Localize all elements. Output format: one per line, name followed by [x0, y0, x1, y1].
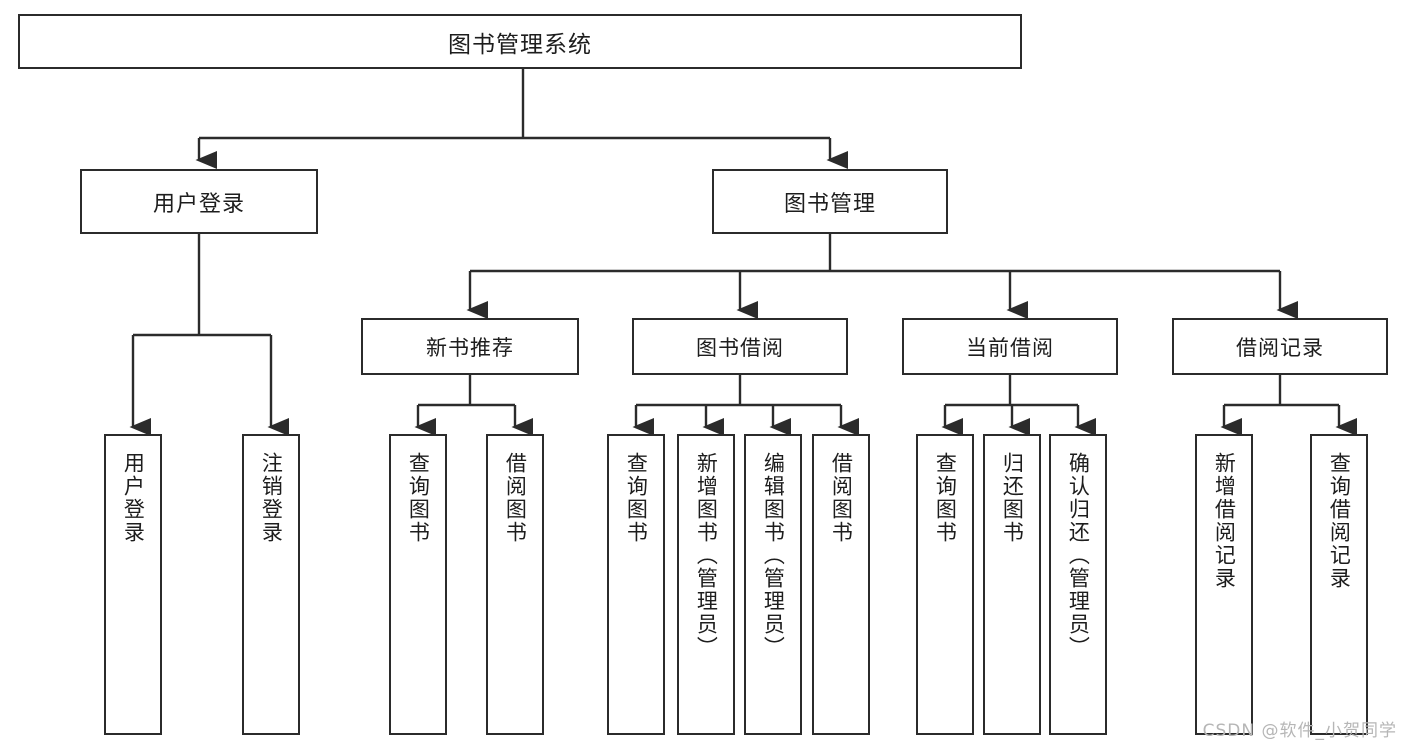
node-label: 注销登录	[259, 452, 284, 544]
node-label: 用户登录	[152, 191, 245, 217]
node-label: 新增图书（管理员）	[694, 452, 719, 659]
node-book-management[interactable]: 图书管理	[712, 169, 948, 234]
node-label: 借阅记录	[1236, 335, 1324, 360]
leaf-borrow-book[interactable]: 借阅图书	[812, 434, 870, 735]
node-label: 图书管理	[783, 191, 876, 217]
node-label: 查询图书	[933, 452, 958, 544]
node-label: 确认归还（管理员）	[1066, 452, 1091, 659]
node-label: 查询图书	[406, 452, 431, 544]
node-label: 编辑图书（管理员）	[761, 452, 786, 659]
node-current-borrow[interactable]: 当前借阅	[902, 318, 1118, 375]
leaf-user-login[interactable]: 用户登录	[104, 434, 162, 735]
node-root-book-management-system[interactable]: 图书管理系统	[18, 14, 1022, 69]
node-label: 查询图书	[624, 452, 649, 544]
node-label: 查询借阅记录	[1327, 452, 1352, 590]
node-label: 用户登录	[121, 452, 146, 544]
leaf-query-borrow-record[interactable]: 查询借阅记录	[1310, 434, 1368, 735]
leaf-query-book-recommend[interactable]: 查询图书	[389, 434, 447, 735]
node-label: 借阅图书	[503, 452, 528, 544]
node-label: 归还图书	[1000, 452, 1025, 544]
node-book-borrow[interactable]: 图书借阅	[632, 318, 848, 375]
leaf-borrow-book-recommend[interactable]: 借阅图书	[486, 434, 544, 735]
leaf-query-book-borrow[interactable]: 查询图书	[607, 434, 665, 735]
node-label: 新书推荐	[426, 335, 514, 360]
node-label: 借阅图书	[829, 452, 854, 544]
node-label: 当前借阅	[966, 335, 1054, 360]
node-borrow-record[interactable]: 借阅记录	[1172, 318, 1388, 375]
node-new-book-recommend[interactable]: 新书推荐	[361, 318, 579, 375]
leaf-logout[interactable]: 注销登录	[242, 434, 300, 735]
leaf-add-borrow-record[interactable]: 新增借阅记录	[1195, 434, 1253, 735]
leaf-add-book-admin[interactable]: 新增图书（管理员）	[677, 434, 735, 735]
node-label: 新增借阅记录	[1212, 452, 1237, 590]
leaf-confirm-return-admin[interactable]: 确认归还（管理员）	[1049, 434, 1107, 735]
leaf-return-book[interactable]: 归还图书	[983, 434, 1041, 735]
leaf-edit-book-admin[interactable]: 编辑图书（管理员）	[744, 434, 802, 735]
csdn-watermark: CSDN @软件_小贺同学	[1202, 721, 1397, 741]
node-label: 图书借阅	[696, 335, 784, 360]
leaf-query-book-current[interactable]: 查询图书	[916, 434, 974, 735]
node-user-login[interactable]: 用户登录	[80, 169, 318, 234]
node-label: 图书管理系统	[448, 31, 592, 58]
